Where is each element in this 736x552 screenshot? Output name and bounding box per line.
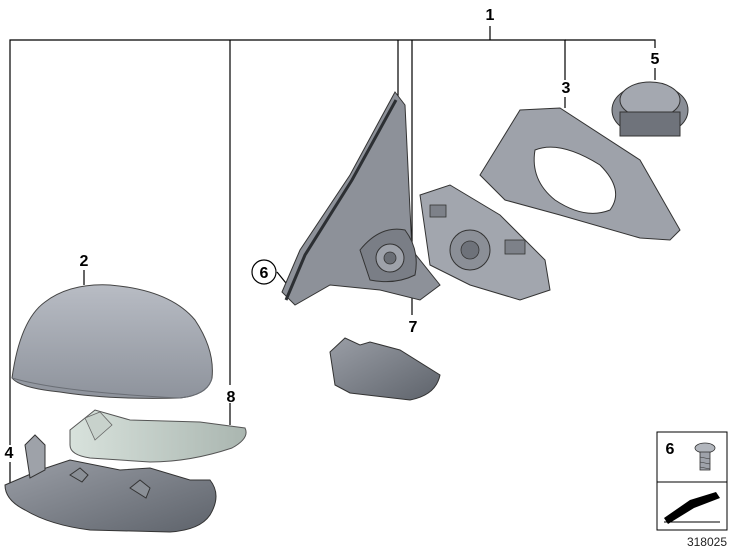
callout-2: 2 <box>80 253 89 270</box>
arrow-icon <box>664 492 720 524</box>
leader-lines <box>9 26 656 485</box>
part-1-mirror-base <box>281 91 441 306</box>
callout-8: 8 <box>227 389 236 406</box>
part-4-lower-trim <box>4 434 217 533</box>
callout-7: 7 <box>409 319 418 336</box>
adjuster-bracket <box>419 184 551 301</box>
callout-3: 3 <box>562 80 571 97</box>
callout-4: 4 <box>5 445 14 462</box>
screw-icon <box>694 442 716 471</box>
legend-number: 6 <box>666 441 675 458</box>
legend-box: 6 <box>656 431 728 531</box>
callout-5: 5 <box>651 51 660 68</box>
callout-6: 6 <box>260 265 269 282</box>
part-8-turn-signal <box>69 409 247 463</box>
part-3-housing-frame <box>479 107 681 241</box>
callout-6-circle: 6 <box>251 259 277 285</box>
callout-1: 1 <box>486 7 495 24</box>
part-5-motor <box>611 81 689 137</box>
part-2-mirror-cap <box>11 284 213 399</box>
diagram-id: 318025 <box>687 535 727 549</box>
part-7-housing-lower <box>329 337 441 401</box>
